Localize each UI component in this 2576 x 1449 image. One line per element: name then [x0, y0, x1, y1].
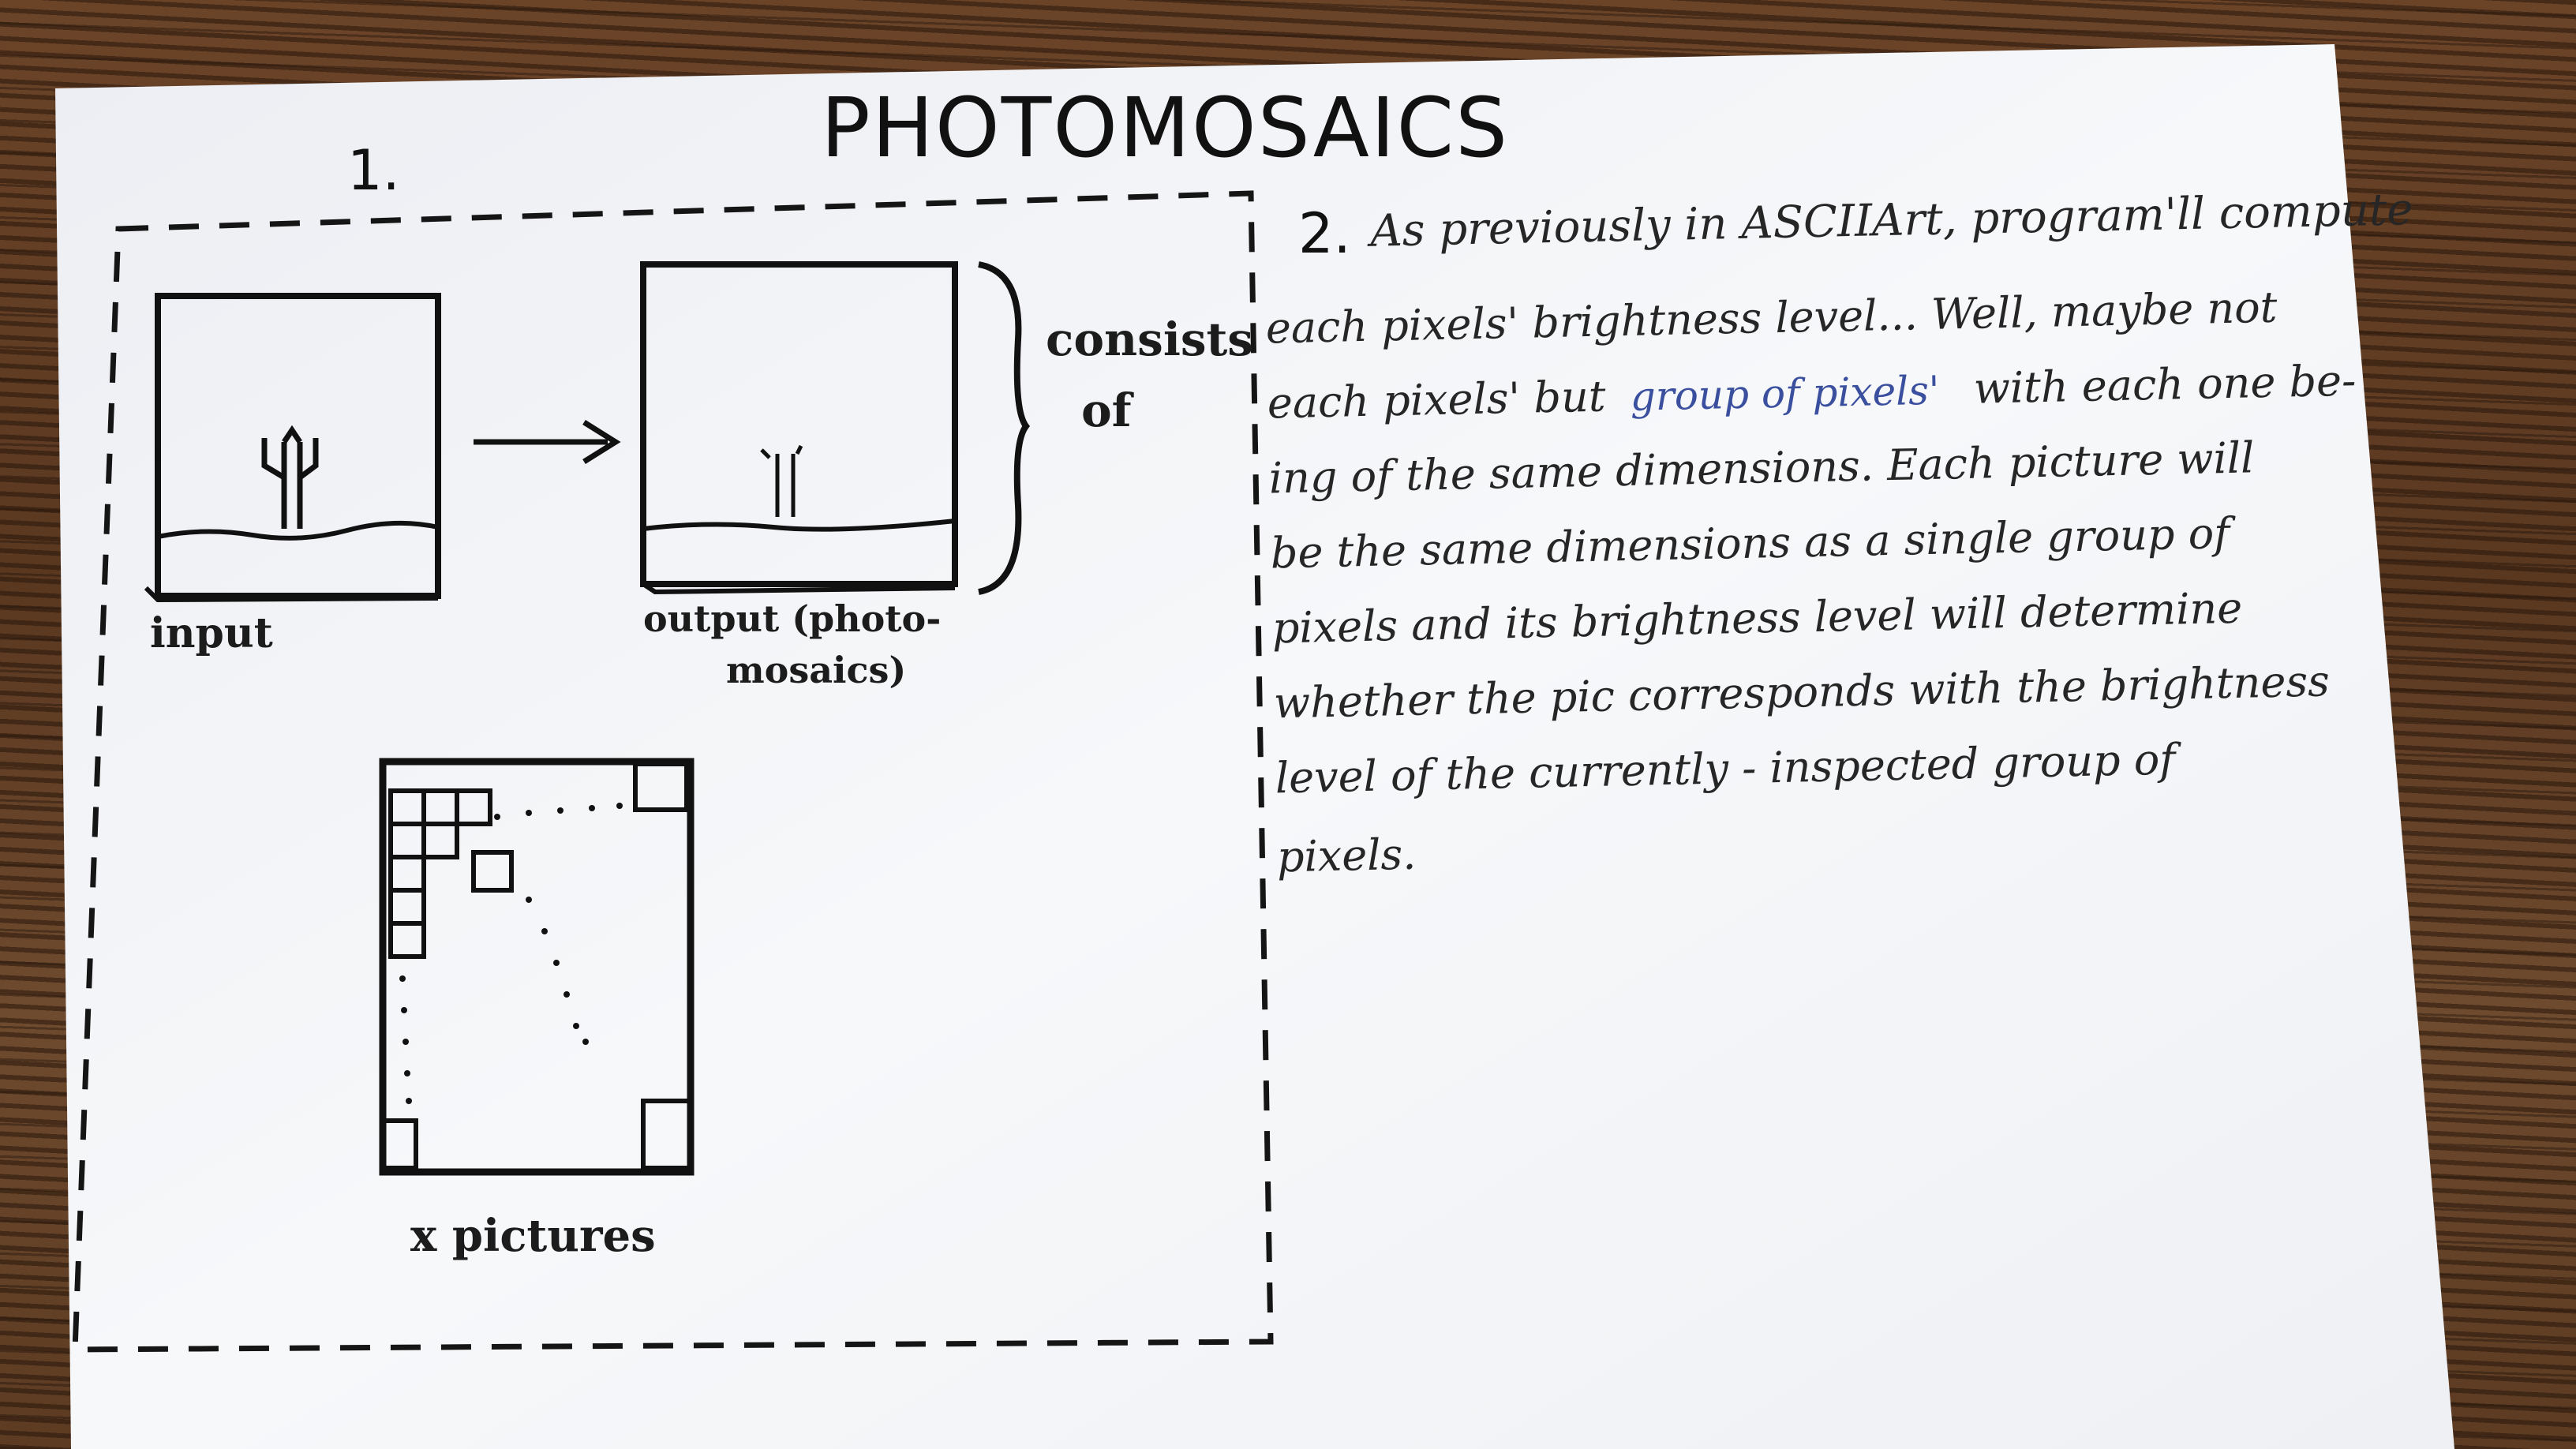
dashed-frame — [72, 190, 1274, 1353]
curly-brace-icon — [978, 261, 1030, 595]
section-marker-1: 1. — [347, 138, 400, 203]
page-title: PHOTOMOSAICS — [821, 80, 1509, 176]
section-marker-2: 2. — [1298, 201, 1351, 266]
note-line-4: with each one be- — [1973, 356, 2357, 414]
pictures-grid — [379, 758, 695, 1176]
output-picture — [640, 261, 958, 595]
cactus-icon — [261, 425, 319, 529]
note-line-10: pixels. — [1276, 829, 1417, 882]
paper-sheet — [55, 44, 2454, 1449]
consists-label-line-1: consists — [1046, 313, 1253, 366]
consists-label-line-2: of — [1081, 384, 1135, 437]
input-picture — [144, 293, 441, 603]
arrow-right-icon — [474, 420, 621, 464]
output-label-line-1: output (photo- — [643, 597, 941, 640]
note-line-3: each pixels' but — [1267, 372, 1606, 429]
note-highlight: group of pixels' — [1630, 368, 1940, 420]
output-label-line-2: mosaics) — [726, 649, 906, 691]
input-label: input — [150, 609, 273, 657]
pictures-label: x pictures — [410, 1210, 656, 1262]
